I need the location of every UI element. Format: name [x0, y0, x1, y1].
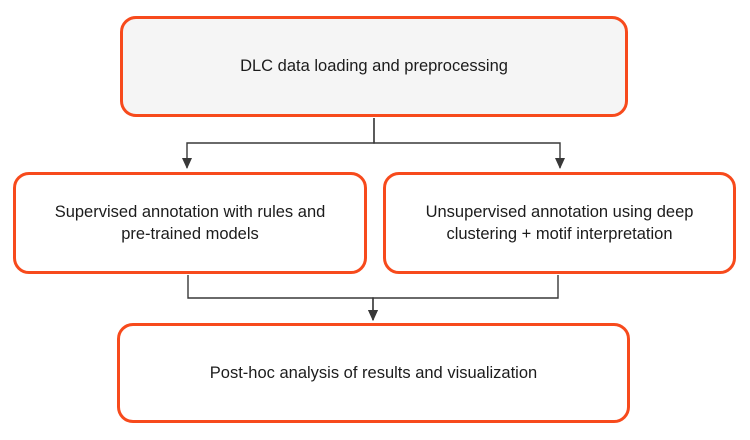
- edge-preprocess-to-unsupervised: [373, 118, 565, 169]
- node-dlc-preprocessing-label: DLC data loading and preprocessing: [240, 57, 508, 76]
- node-unsupervised-annotation-label: Unsupervised annotation using deep clust…: [425, 202, 694, 243]
- node-posthoc-analysis-label: Post-hoc analysis of results and visuali…: [209, 363, 538, 382]
- edge-supervised-to-posthoc: [187, 275, 378, 321]
- node-dlc-preprocessing: DLC data loading and preprocessing: [120, 16, 628, 117]
- node-supervised-annotation: Supervised annotation with rules and pre…: [13, 172, 367, 274]
- edge-unsupervised-to-posthoc: [368, 275, 559, 321]
- node-posthoc-analysis: Post-hoc analysis of results and visuali…: [117, 323, 630, 423]
- node-supervised-annotation-label: Supervised annotation with rules and pre…: [54, 202, 326, 243]
- node-unsupervised-annotation: Unsupervised annotation using deep clust…: [383, 172, 736, 274]
- edge-preprocess-to-supervised: [182, 118, 375, 169]
